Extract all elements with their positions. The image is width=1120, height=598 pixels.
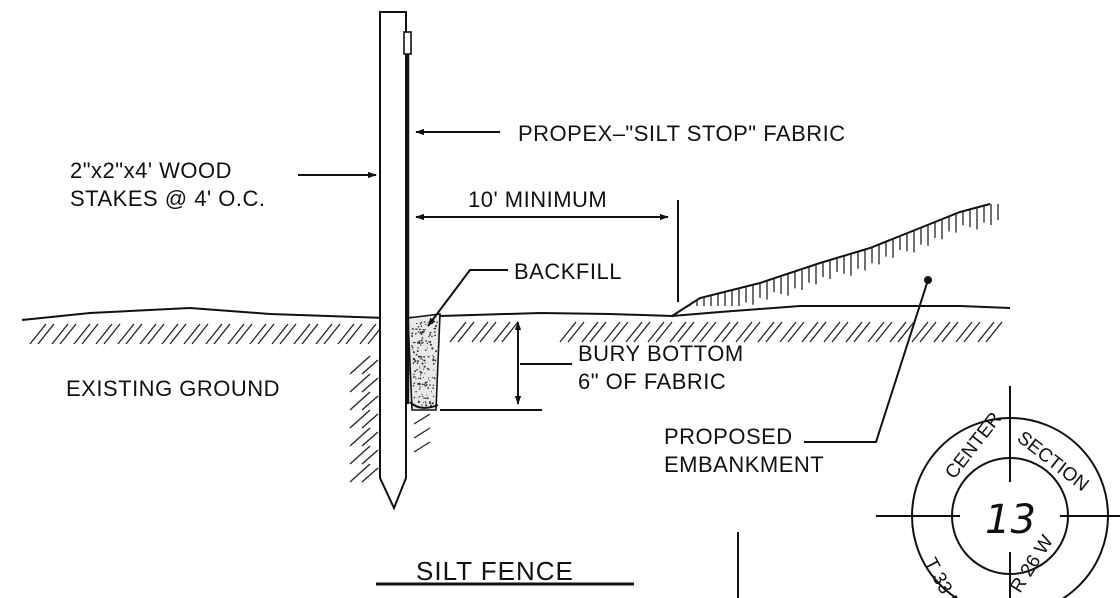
backfill-stipple (411, 321, 438, 407)
ground-surface-line (21, 305, 1011, 321)
fabric-label: PROPEX–"SILT STOP" FABRIC (518, 121, 846, 146)
embankment-leader (804, 279, 929, 443)
stakes-label-line1: 2"x2"x4' WOOD (70, 158, 232, 183)
drawing-title: SILT FENCE (416, 556, 574, 586)
backfill-leader (427, 269, 508, 327)
fabric-buried-end (409, 401, 439, 409)
stake-top-block (403, 31, 412, 55)
embankment-slope-line (671, 203, 991, 317)
embankment-leader-dot (924, 276, 932, 284)
section-seal: 13 CENTER SECTION T 33 N R 26 W (876, 386, 1120, 598)
minimum-label: 10' MINIMUM (468, 187, 607, 212)
bury-label-line1: BURY BOTTOM (578, 341, 744, 366)
seal-section-number: 13 (985, 497, 1036, 543)
embankment-label-line1: PROPOSED (664, 424, 793, 449)
bury-label-line2: 6" OF FABRIC (578, 369, 726, 394)
stakes-label-line2: STAKES @ 4' O.C. (70, 186, 266, 211)
embankment-hatching (689, 204, 999, 306)
ground-hatching (29, 321, 1003, 483)
wood-stake (379, 11, 407, 511)
embankment-label-line2: EMBANKMENT (664, 452, 824, 477)
backfill-label: BACKFILL (514, 259, 622, 284)
existing-ground-label: EXISTING GROUND (66, 376, 280, 401)
trench-backfill (407, 313, 441, 411)
